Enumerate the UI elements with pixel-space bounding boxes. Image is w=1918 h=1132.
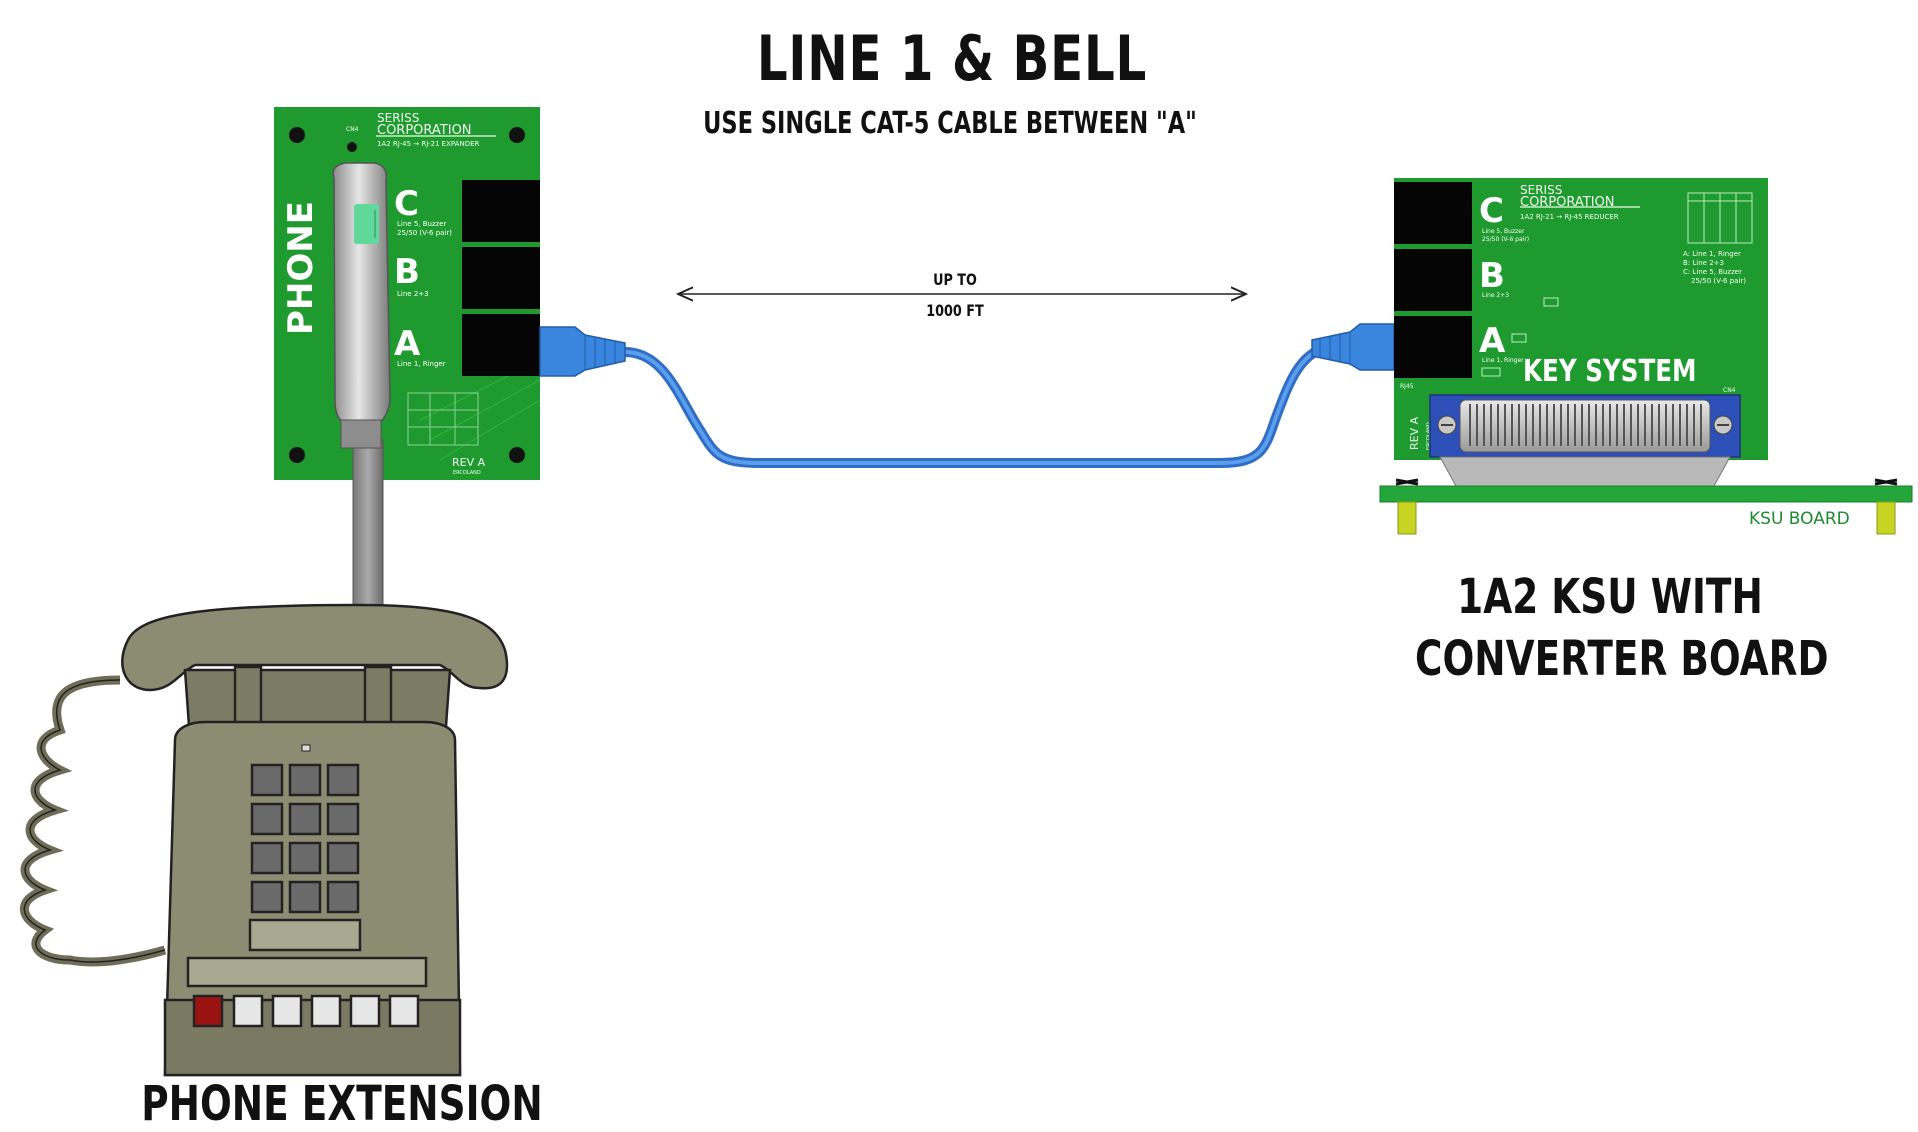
ksu-board: KSU BOARD — [1379, 478, 1913, 535]
left-board-rev-sub: ERCOLAND — [453, 470, 481, 476]
telephone-illustration — [19, 603, 509, 1077]
cat5-cable — [539, 323, 1395, 468]
right-port-b: B Line 2+3 — [1394, 249, 1509, 311]
right-legend-1: A: Line 1, Ringer — [1683, 250, 1741, 258]
diagram-subtitle: USE SINGLE CAT-5 CABLE BETWEEN "A" — [703, 106, 1197, 141]
right-legend-2: B: Line 2+3 — [1683, 259, 1724, 267]
right-board-maker2: CORPORATION — [1520, 195, 1615, 210]
right-port-a-desc1: Line 1, Ringer — [1482, 357, 1524, 364]
right-board-key-system: KEY SYSTEM — [1523, 355, 1696, 389]
left-port-a-letter: A — [394, 324, 421, 364]
left-board-maker1: SERISS — [377, 111, 419, 125]
right-port-a: A Line 1, Ringer — [1394, 316, 1524, 378]
left-board-model: 1A2 RJ-45 → RJ-21 EXPANDER — [377, 140, 480, 148]
right-port-c: C Line 5, Buzzer 25/50 (V-6 pair) — [1394, 182, 1529, 244]
right-board-maker1: SERISS — [1520, 183, 1562, 197]
left-board-cn: CN4 — [346, 126, 359, 133]
right-board-cn: CN4 — [1723, 387, 1736, 394]
right-board-side-label-3: ERCOLAND — [1426, 422, 1432, 450]
ksu-title-line2: CONVERTER BOARD — [1415, 631, 1829, 687]
right-board-model: 1A2 RJ-21 → RJ-45 REDUCER — [1520, 213, 1619, 221]
left-board-rev: REV A — [452, 456, 486, 469]
left-port-c-desc1: Line 5, Buzzer — [397, 220, 447, 228]
ksu-title: 1A2 KSU WITH CONVERTER BOARD — [1415, 566, 1829, 690]
right-port-c-desc1: Line 5, Buzzer — [1482, 228, 1525, 235]
left-port-c-letter: C — [394, 184, 419, 224]
diagram-title: LINE 1 & BELL — [756, 22, 1148, 95]
right-port-a-letter: A — [1479, 321, 1506, 361]
left-port-c-desc2: 25/50 (V-6 pair) — [397, 229, 452, 237]
rj21-plug — [332, 162, 391, 449]
phone-cord — [352, 439, 384, 616]
left-port-c: C Line 5, Buzzer 25/50 (V-6 pair) — [394, 180, 540, 242]
left-expander-board: SERISS CORPORATION 1A2 RJ-45 → RJ-21 EXP… — [274, 107, 541, 480]
right-board-side-label-2: REV A — [1408, 416, 1421, 450]
right-port-c-letter: C — [1479, 191, 1504, 231]
distance-label-line1: UP TO — [933, 270, 977, 289]
left-port-b: B Line 2+3 — [394, 247, 540, 309]
right-port-c-desc2: 25/50 (V-6 pair) — [1482, 236, 1529, 243]
left-board-maker2: CORPORATION — [377, 123, 472, 138]
left-port-a-desc1: Line 1, Ringer — [397, 360, 446, 368]
ksu-board-label: KSU BOARD — [1749, 509, 1850, 529]
distance-label-line2: 1000 FT — [926, 301, 984, 320]
right-port-b-letter: B — [1479, 256, 1505, 296]
right-board-side-label-1: RJ45 — [1400, 383, 1414, 390]
right-port-b-desc1: Line 2+3 — [1482, 292, 1509, 299]
right-legend-3: C: Line 5, Buzzer — [1683, 268, 1742, 276]
left-port-a: A Line 1, Ringer — [394, 314, 540, 376]
left-port-b-letter: B — [394, 252, 420, 292]
left-board-phone-label: PHONE — [281, 201, 321, 335]
phone-extension-label: PHONE EXTENSION — [141, 1076, 543, 1132]
right-legend-4: 25/50 (V-6 pair) — [1691, 277, 1746, 285]
left-port-b-desc1: Line 2+3 — [397, 290, 429, 298]
ksu-title-line1: 1A2 KSU WITH — [1457, 569, 1763, 625]
rj21-connector — [1429, 394, 1741, 487]
right-reducer-board: SERISS CORPORATION 1A2 RJ-21 → RJ-45 RED… — [1394, 178, 1768, 487]
